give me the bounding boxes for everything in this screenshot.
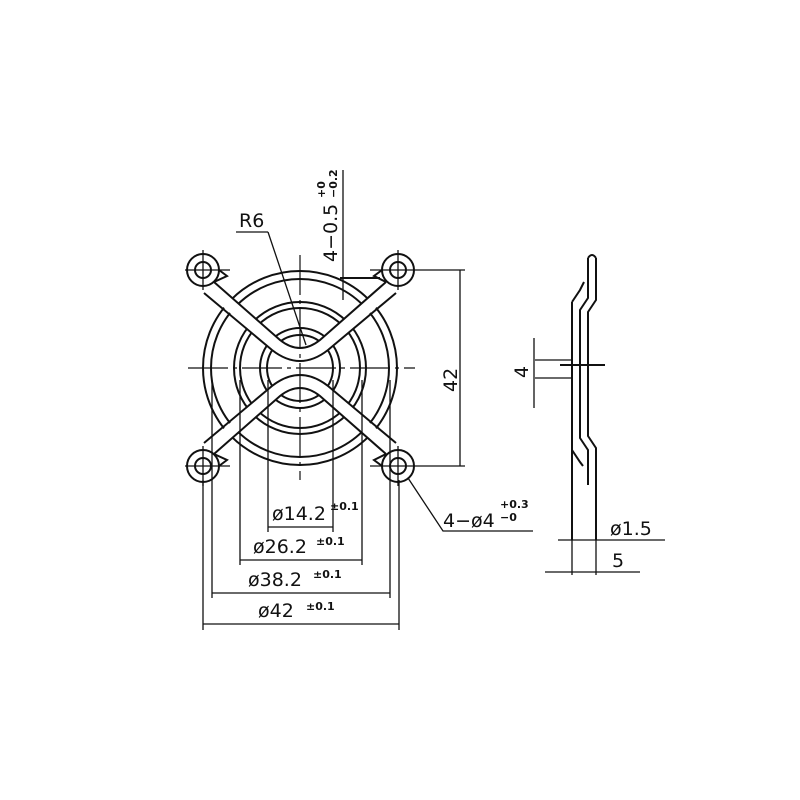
dim-38-2-tol: ±0.1 bbox=[313, 568, 342, 581]
hole-tol-upper: +0.3 bbox=[500, 498, 529, 511]
wire-offset-tol-lower: −0.2 bbox=[327, 169, 340, 198]
wire-offset-tol-upper: +0 bbox=[315, 181, 328, 198]
dim-42-tol: ±0.1 bbox=[306, 600, 335, 613]
hole-leader bbox=[407, 477, 533, 532]
radius-label: R6 bbox=[239, 210, 264, 232]
wire-diameter-label: ø1.5 bbox=[610, 518, 652, 540]
side-view: 4 ø1.5 5 bbox=[511, 254, 665, 575]
dim-14-2-label: ø14.2 bbox=[272, 503, 326, 525]
front-view: ø14.2 ±0.1 ø26.2 ±0.1 ø38.2 ±0.1 ø42 ±0.… bbox=[185, 169, 533, 630]
hole-label: 4−ø4 bbox=[443, 510, 495, 532]
r6-leader bbox=[267, 231, 307, 346]
dim-26-2-tol: ±0.1 bbox=[316, 535, 345, 548]
side-wire-outer bbox=[579, 258, 589, 485]
height-label: 42 bbox=[440, 368, 462, 392]
dim-26-2-label: ø26.2 bbox=[253, 536, 307, 558]
depth-label: 5 bbox=[612, 550, 624, 572]
hole-tol-lower: −0 bbox=[500, 511, 517, 524]
wire-offset-label: 4−0.5 bbox=[320, 204, 342, 262]
dim-14-2-tol: ±0.1 bbox=[330, 500, 359, 513]
spacing-label: 4 bbox=[511, 366, 533, 378]
dim-42-label: ø42 bbox=[258, 600, 294, 622]
dim-38-2-label: ø38.2 bbox=[248, 569, 302, 591]
